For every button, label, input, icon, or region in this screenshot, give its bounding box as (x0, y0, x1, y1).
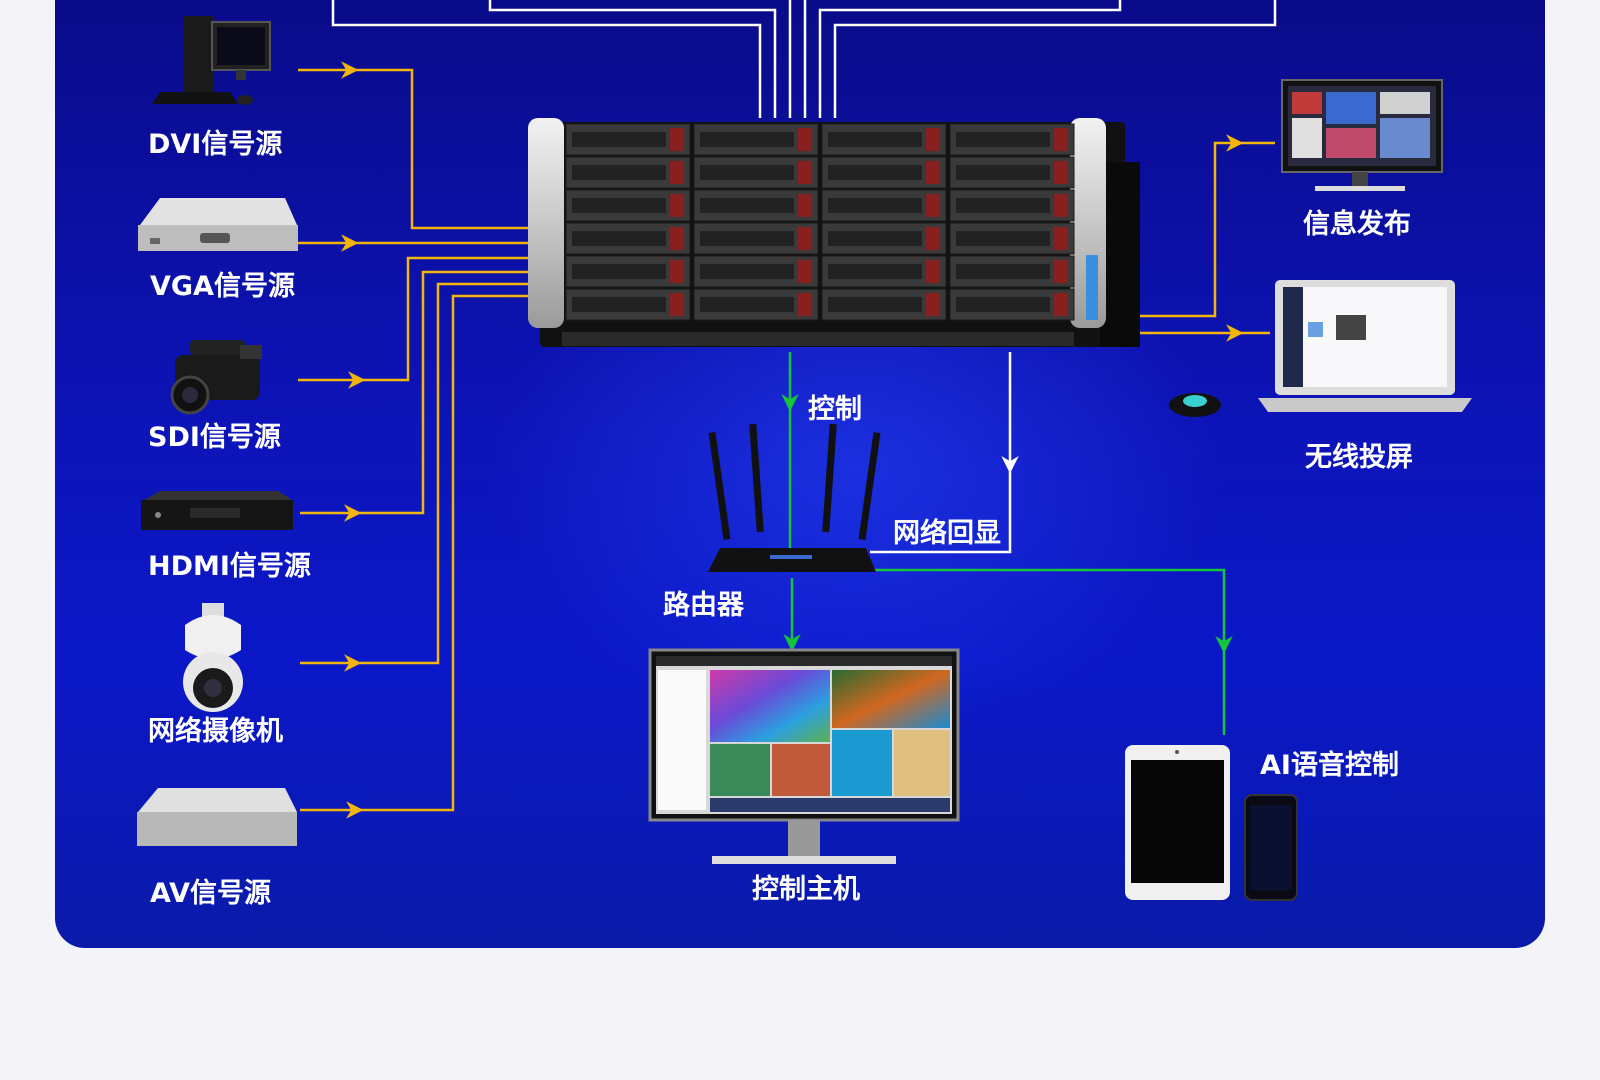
drive-bay-slot (572, 165, 666, 180)
drive-bay-slot (700, 231, 794, 246)
drive-bay-latch (926, 293, 940, 316)
drive-bay-slot (956, 231, 1050, 246)
drive-bay-latch (798, 293, 812, 316)
signal-box-icon (138, 198, 298, 251)
drive-bay-slot (700, 165, 794, 180)
drive-bay-slot (828, 198, 922, 213)
drive-bay-latch (1054, 161, 1068, 184)
drive-bay-slot (956, 165, 1050, 180)
drive-bay-latch (926, 161, 940, 184)
label-info: 信息发布 (1303, 208, 1411, 240)
signal-input-lines (298, 61, 1275, 819)
desktop-monitor-icon (648, 648, 960, 864)
drive-bay-slot (828, 231, 922, 246)
label-netback: 网络回显 (893, 517, 1001, 549)
control-lines (781, 352, 1233, 735)
drive-bay-slot (700, 297, 794, 312)
drive-bay-latch (1054, 128, 1068, 151)
av-box-icon (137, 788, 297, 846)
drive-bay-latch (670, 260, 684, 283)
drive-bay-latch (798, 128, 812, 151)
tablet-phone-icon (1125, 745, 1298, 901)
drive-bay-slot (956, 264, 1050, 279)
drive-bay-latch (670, 194, 684, 217)
drive-bay-latch (670, 293, 684, 316)
drive-bay-latch (670, 161, 684, 184)
drive-bay-slot (700, 198, 794, 213)
label-sdi: SDI信号源 (148, 422, 281, 453)
hdmi-box-icon (141, 491, 293, 530)
monitor-icon (1281, 79, 1443, 191)
drive-bay-latch (926, 194, 940, 217)
drive-bay-latch (926, 227, 940, 250)
drive-bay-latch (926, 260, 940, 283)
drive-bay-latch (1054, 260, 1068, 283)
drive-bay-latch (1054, 227, 1068, 250)
drive-bay-slot (700, 132, 794, 147)
drive-bay-slot (956, 297, 1050, 312)
label-hdmi: HDMI信号源 (148, 551, 311, 582)
drive-bay-latch (798, 260, 812, 283)
drive-bay-slot (572, 231, 666, 246)
video-camera-icon (170, 340, 262, 415)
laptop-icon (1169, 280, 1472, 417)
drive-bay-latch (798, 161, 812, 184)
label-control: 控制 (808, 394, 862, 425)
top-network-lines (331, 0, 1277, 118)
drive-bay-latch (798, 194, 812, 217)
router-icon (708, 423, 881, 572)
drive-bay-latch (1054, 194, 1068, 217)
diagram-labels: DVI信号源 VGA信号源 SDI信号源 HDMI信号源 网络摄像机 AV信号源… (148, 129, 1413, 909)
desktop-computer-icon (152, 16, 271, 105)
drive-bay-latch (798, 227, 812, 250)
drive-bay-slot (956, 198, 1050, 213)
drive-bay-slot (572, 297, 666, 312)
dome-camera-icon (183, 603, 243, 712)
label-vga: VGA信号源 (150, 271, 295, 302)
drive-bay-slot (956, 132, 1050, 147)
drive-bay-latch (670, 128, 684, 151)
drive-bay-latch (926, 128, 940, 151)
drive-bay-slot (828, 132, 922, 147)
label-av: AV信号源 (150, 878, 271, 909)
label-router: 路由器 (663, 589, 745, 621)
drive-bay-slot (828, 264, 922, 279)
label-dvi: DVI信号源 (148, 129, 282, 160)
network-return-line (870, 352, 1019, 554)
label-ai: AI语音控制 (1260, 749, 1399, 781)
label-host: 控制主机 (752, 874, 860, 905)
rack-server-icon (528, 118, 1140, 347)
label-wireless: 无线投屏 (1305, 442, 1413, 473)
drive-bay-slot (700, 264, 794, 279)
drive-bay-slot (572, 198, 666, 213)
drive-bay-slot (828, 165, 922, 180)
drive-bay-slot (572, 264, 666, 279)
drive-bay-latch (1054, 293, 1068, 316)
drive-bay-slot (572, 132, 666, 147)
drive-bay-latch (670, 227, 684, 250)
drive-bay-slot (828, 297, 922, 312)
label-ipcam: 网络摄像机 (148, 715, 283, 747)
